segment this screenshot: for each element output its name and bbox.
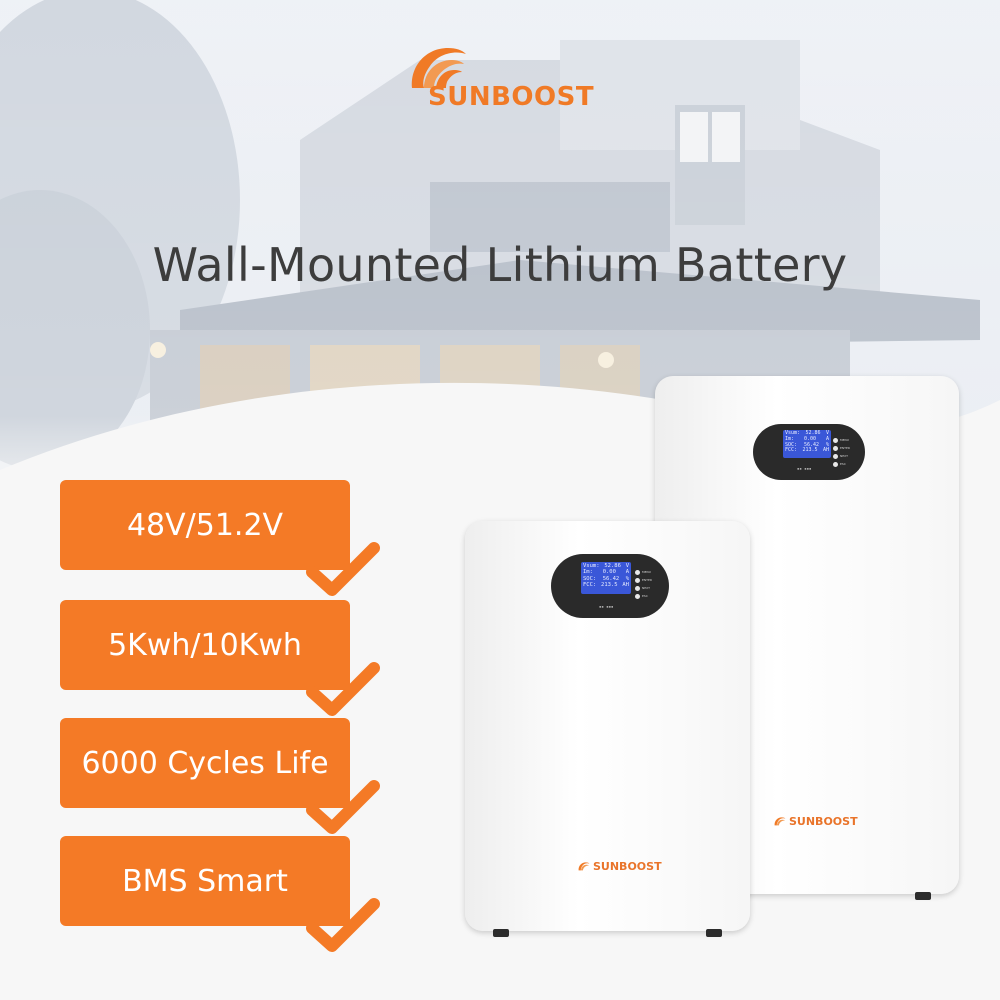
battery-foot	[493, 929, 509, 937]
battery-foot	[915, 892, 931, 900]
brand-name: SUNBOOST	[428, 82, 595, 112]
enter-button[interactable]: ENTER	[833, 444, 850, 452]
control-buttons: MENU ENTER NEXT ESC	[635, 568, 652, 600]
sun-swoosh-icon	[578, 862, 590, 871]
sun-swoosh-icon	[411, 48, 466, 88]
status-leds: ▪▪ ▪▪▪	[599, 604, 614, 609]
menu-button[interactable]: MENU	[833, 436, 850, 444]
feature-label: BMS Smart	[122, 863, 288, 899]
check-mark-icon	[306, 780, 380, 834]
esc-button[interactable]: ESC	[635, 592, 652, 600]
feature-badge-bms: BMS Smart	[60, 836, 350, 926]
feature-label: 6000 Cycles Life	[81, 745, 329, 781]
battery-logo: SUNBOOST	[773, 814, 858, 828]
enter-button[interactable]: ENTER	[635, 576, 652, 584]
next-button[interactable]: NEXT	[635, 584, 652, 592]
sun-swoosh-icon	[774, 817, 786, 826]
esc-button[interactable]: ESC	[833, 460, 850, 468]
brand-logo: SUNBOOST	[404, 36, 604, 116]
feature-badge-voltage: 48V/51.2V	[60, 480, 350, 570]
check-mark-icon	[306, 662, 380, 716]
page-title: Wall-Mounted Lithium Battery	[152, 238, 848, 292]
battery-foot	[706, 929, 722, 937]
check-mark-icon	[306, 542, 380, 596]
feature-badge-cycles: 6000 Cycles Life	[60, 718, 350, 808]
feature-badge-capacity: 5Kwh/10Kwh	[60, 600, 350, 690]
status-leds: ▪▪ ▪▪▪	[797, 466, 812, 471]
feature-label: 5Kwh/10Kwh	[108, 627, 302, 663]
next-button[interactable]: NEXT	[833, 452, 850, 460]
control-buttons: MENU ENTER NEXT ESC	[833, 436, 850, 468]
menu-button[interactable]: MENU	[635, 568, 652, 576]
feature-label: 48V/51.2V	[126, 507, 284, 543]
check-mark-icon	[306, 898, 380, 952]
battery-logo: SUNBOOST	[577, 859, 662, 873]
